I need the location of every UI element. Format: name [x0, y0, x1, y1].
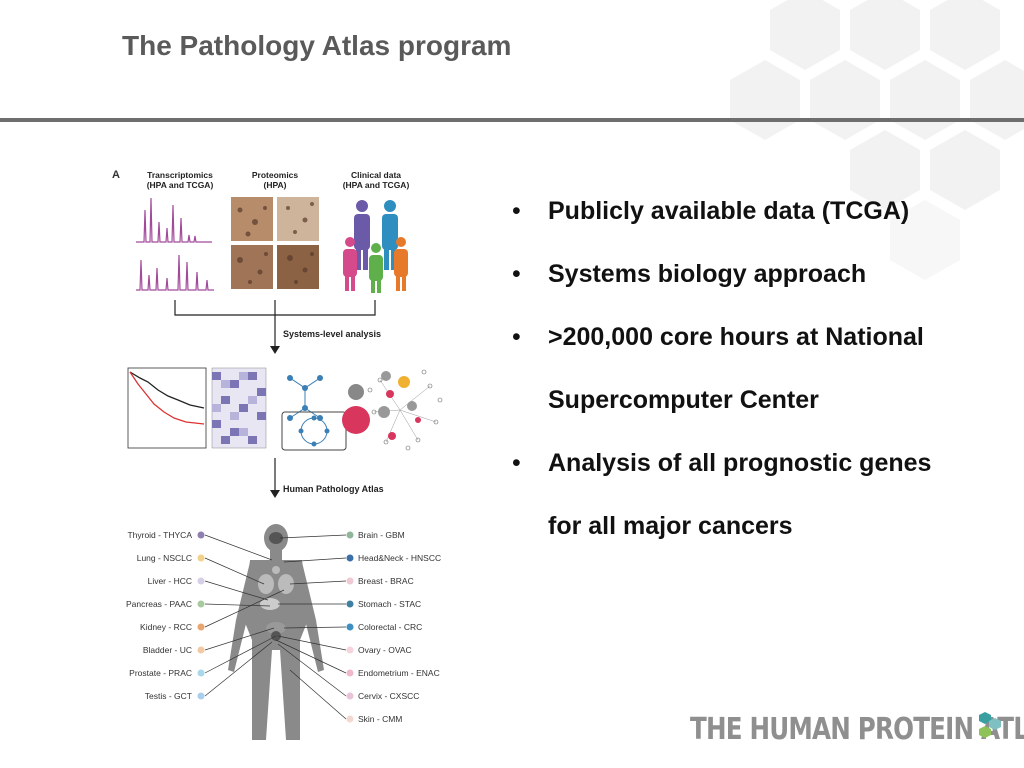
- interaction-network: [342, 369, 443, 451]
- cancer-label: Liver - HCC: [148, 576, 192, 586]
- arrow-down-icon: [270, 346, 280, 354]
- cancer-label-left: Prostate - PRAC: [129, 668, 205, 678]
- cancer-dot: [197, 554, 205, 562]
- column-header-clinical: Clinical data: [351, 170, 401, 180]
- step-systems-level-analysis: Systems-level analysis: [283, 329, 381, 339]
- cancer-dot: [346, 669, 354, 677]
- survival-plot: [127, 367, 207, 449]
- column-subheader-clinical: (HPA and TCGA): [343, 180, 410, 190]
- cancer-dot: [197, 531, 205, 539]
- bullet-dot: •: [512, 449, 521, 477]
- cancer-dot: [346, 646, 354, 654]
- bullet-text-continued: Supercomputer Center: [548, 386, 819, 414]
- column-header-proteomics: Proteomics: [252, 170, 299, 180]
- cancer-label: Head&Neck - HNSCC: [358, 553, 441, 563]
- cancer-dot: [346, 577, 354, 585]
- cancer-label-left: Testis - GCT: [145, 691, 205, 701]
- cancer-dot: [197, 623, 205, 631]
- cancer-label-left: Kidney - RCC: [140, 622, 205, 632]
- leader-lines-left: [204, 534, 285, 697]
- cancer-label-left: Pancreas - PAAC: [126, 599, 205, 609]
- cancer-label: Bladder - UC: [143, 645, 192, 655]
- bullet-text: Analysis of all prognostic genes: [548, 449, 932, 477]
- bullet-dot: •: [512, 197, 521, 225]
- clinical-people-icons: [343, 200, 408, 293]
- cancer-label: Stomach - STAC: [358, 599, 421, 609]
- slide-title: The Pathology Atlas program: [122, 30, 512, 61]
- pathway-network: [281, 375, 347, 451]
- transcriptomics-spectra: [136, 197, 214, 291]
- cancer-label-left: Lung - NSCLC: [137, 553, 205, 563]
- cancer-label: Ovary - OVAC: [358, 645, 412, 655]
- hpa-logo-icon: [979, 712, 1001, 738]
- cancer-dot: [346, 623, 354, 631]
- cancer-dot: [346, 531, 354, 539]
- panel-label: A: [112, 169, 120, 181]
- cancer-list-right: Brain - GBM Head&Neck - HNSCC Breast - B…: [346, 530, 441, 724]
- arrow-down-icon-2: [270, 490, 280, 498]
- cancer-label-right: Brain - GBM: [346, 530, 405, 540]
- bullet-item: • Systems biology approach: [512, 243, 1012, 306]
- hpa-logo-text: THE HUMAN PROTEIN ATLAS: [690, 712, 1024, 747]
- cancer-dot: [197, 692, 205, 700]
- cancer-label-left: Liver - HCC: [148, 576, 205, 586]
- bullet-item: • Analysis of all prognostic genes for all…: [512, 432, 1012, 558]
- cancer-label: Thyroid - THYCA: [127, 530, 192, 540]
- cancer-label: Testis - GCT: [145, 691, 192, 701]
- cancer-label: Prostate - PRAC: [129, 668, 192, 678]
- cancer-label-right: Ovary - OVAC: [346, 645, 412, 655]
- cancer-label-right: Head&Neck - HNSCC: [346, 553, 441, 563]
- bullet-dot: •: [512, 260, 521, 288]
- cancer-dot: [346, 600, 354, 608]
- cancer-dot: [346, 715, 354, 723]
- column-subheader-proteomics: (HPA): [264, 180, 287, 190]
- cancer-label: Skin - CMM: [358, 714, 402, 724]
- cancer-label: Pancreas - PAAC: [126, 599, 192, 609]
- cancer-label: Endometrium - ENAC: [358, 668, 440, 678]
- bullet-text: Publicly available data (TCGA): [548, 197, 910, 225]
- cancer-label: Breast - BRAC: [358, 576, 414, 586]
- bullet-text-continued: for all major cancers: [548, 512, 793, 540]
- merge-bracket: [174, 300, 376, 346]
- cancer-dot: [346, 554, 354, 562]
- heatmap: [211, 367, 267, 449]
- cancer-dot: [197, 646, 205, 654]
- cancer-label: Cervix - CXSCC: [358, 691, 419, 701]
- column-header-transcriptomics: Transcriptomics: [147, 170, 213, 180]
- column-subheader-transcriptomics: (HPA and TCGA): [147, 180, 214, 190]
- cancer-label-right: Endometrium - ENAC: [346, 668, 440, 678]
- cancer-label: Lung - NSCLC: [137, 553, 192, 563]
- cancer-label-right: Cervix - CXSCC: [346, 691, 419, 701]
- title-divider: [0, 118, 1024, 122]
- bullet-text: >200,000 core hours at National: [548, 323, 924, 351]
- cancer-dot: [197, 577, 205, 585]
- cancer-label-left: Thyroid - THYCA: [127, 530, 205, 540]
- cancer-list-left: Thyroid - THYCA Lung - NSCLC Liver - HCC…: [126, 530, 205, 701]
- leader-lines-right: [275, 534, 347, 720]
- cancer-label-right: Breast - BRAC: [346, 576, 414, 586]
- cancer-label: Kidney - RCC: [140, 622, 192, 632]
- bullet-text: Systems biology approach: [548, 260, 867, 288]
- bullet-list: • Publicly available data (TCGA) • Systems…: [512, 180, 1012, 558]
- bullet-item: • Publicly available data (TCGA): [512, 180, 1012, 243]
- organ-markers: [258, 532, 294, 641]
- cancer-label: Brain - GBM: [358, 530, 405, 540]
- cancer-label-right: Skin - CMM: [346, 714, 402, 724]
- bullet-dot: •: [512, 323, 521, 351]
- cancer-label-right: Stomach - STAC: [346, 599, 421, 609]
- step-human-pathology-atlas: Human Pathology Atlas: [283, 484, 384, 494]
- pathology-atlas-figure: A Transcriptomics (HPA and TCGA) Proteom…: [112, 169, 443, 740]
- cancer-label: Colorectal - CRC: [358, 622, 422, 632]
- cancer-label-left: Bladder - UC: [143, 645, 205, 655]
- proteomics-tissue-images: [231, 197, 319, 289]
- cancer-dot: [346, 692, 354, 700]
- cancer-label-right: Colorectal - CRC: [346, 622, 422, 632]
- cancer-dot: [197, 669, 205, 677]
- cancer-dot: [197, 600, 205, 608]
